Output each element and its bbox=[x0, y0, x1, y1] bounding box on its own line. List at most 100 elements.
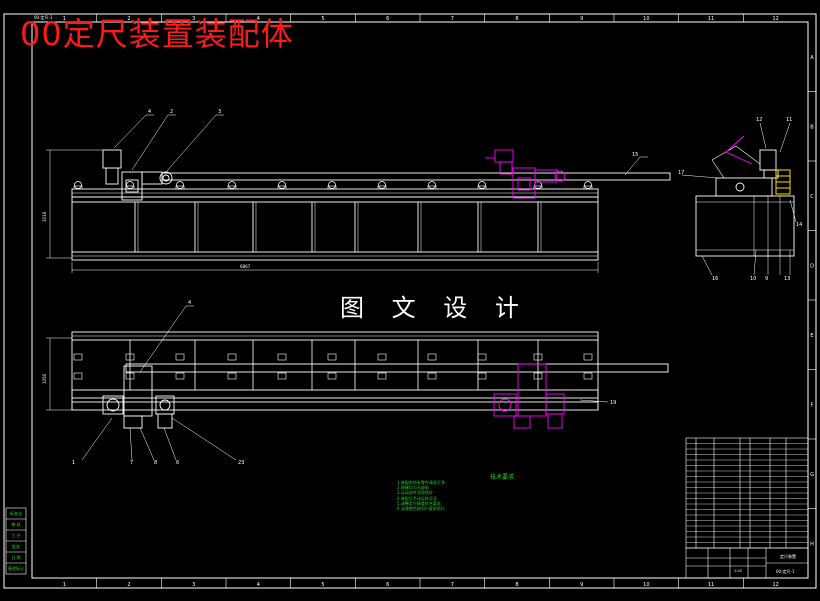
roller bbox=[428, 181, 436, 189]
strip-label: 工 艺 bbox=[11, 533, 20, 538]
roller bbox=[278, 181, 286, 189]
roller-bracket bbox=[533, 185, 543, 190]
roller-bracket bbox=[277, 185, 287, 190]
grid-column-label: 5 bbox=[321, 582, 324, 588]
top-view bbox=[46, 305, 669, 461]
grid-row-label: F bbox=[811, 402, 814, 408]
roller-top bbox=[175, 353, 185, 361]
roller-top bbox=[427, 353, 437, 361]
roller-bracket bbox=[327, 185, 337, 190]
roller-top bbox=[227, 353, 237, 361]
note-line: 1.装配前所有零件清洗干净 bbox=[397, 480, 445, 485]
top-left-code: 00-定尺-1 bbox=[34, 14, 53, 20]
grid-column-label: 10 bbox=[643, 16, 649, 22]
roller-top bbox=[377, 372, 387, 380]
roller-top bbox=[327, 372, 337, 380]
strip-label: 更改标记 bbox=[8, 565, 24, 571]
front-alt-position bbox=[485, 149, 566, 199]
grid-column-label: 11 bbox=[708, 582, 714, 588]
roller bbox=[534, 181, 542, 189]
grid-ticks bbox=[96, 14, 816, 588]
part-callout: 8 bbox=[154, 460, 157, 466]
roller bbox=[478, 181, 486, 189]
roller-bracket bbox=[227, 185, 237, 190]
grid-row-label: C bbox=[810, 194, 814, 200]
part-callout: 11 bbox=[786, 117, 792, 123]
part-callout: 23 bbox=[238, 460, 244, 466]
part-callout: 12 bbox=[756, 117, 762, 123]
title-block-drawing-no: 00-定尺-1 bbox=[776, 568, 795, 574]
roller-top bbox=[477, 372, 487, 380]
roller-bracket bbox=[427, 185, 437, 190]
roller bbox=[378, 181, 386, 189]
dim-overall-length: 6867 bbox=[240, 264, 251, 269]
grid-row-label: B bbox=[810, 124, 814, 130]
part-callout: 15 bbox=[632, 152, 638, 158]
part-callout: 7 bbox=[130, 460, 133, 466]
side-view bbox=[681, 122, 797, 276]
roller-top bbox=[327, 353, 337, 361]
top-alt-position bbox=[493, 363, 565, 429]
grid-column-label: 6 bbox=[386, 16, 389, 22]
grid-row-label: G bbox=[810, 472, 814, 478]
roller bbox=[228, 181, 236, 189]
part-callout: 17 bbox=[678, 170, 684, 176]
grid-column-label: 1 bbox=[63, 16, 66, 22]
roller bbox=[176, 181, 184, 189]
part-callout: 3 bbox=[218, 109, 221, 115]
bill-of-materials bbox=[685, 437, 809, 549]
front-view bbox=[46, 114, 671, 273]
grid-row-label: E bbox=[810, 333, 813, 339]
grid-column-label: 5 bbox=[321, 16, 324, 22]
grid-column-label: 10 bbox=[643, 582, 649, 588]
watermark-text: 图 文 设 计 bbox=[340, 294, 529, 322]
note-line: 4.装配后手动运转灵活 bbox=[397, 495, 437, 501]
part-callout: 4 bbox=[148, 109, 151, 115]
part-callout: 1 bbox=[72, 460, 75, 466]
grid-column-label: 8 bbox=[515, 582, 518, 588]
roller-top bbox=[277, 372, 287, 380]
roller bbox=[328, 181, 336, 189]
side-yellow-component bbox=[775, 169, 791, 195]
note-line: 6.油漆颜色按用户要求执行 bbox=[397, 506, 445, 512]
roller-top bbox=[533, 372, 543, 380]
drawing-title: 00定尺装置装配体 bbox=[20, 15, 294, 53]
roller-top bbox=[533, 353, 543, 361]
grid-column-label: 6 bbox=[386, 582, 389, 588]
grid-column-label: 2 bbox=[127, 16, 130, 22]
roller-top bbox=[377, 353, 387, 361]
grid-column-label: 1 bbox=[63, 582, 66, 588]
note-line: 5.调整定尺精度符合要求 bbox=[397, 500, 441, 506]
roller-top bbox=[227, 372, 237, 380]
technical-notes: 1.装配前所有零件清洗干净 2.焊缝均匀无缺陷 3.运动部件润滑良好 4.装配后… bbox=[397, 480, 445, 511]
outer-border bbox=[3, 13, 817, 589]
grid-column-label: 4 bbox=[257, 16, 260, 22]
grid-column-label: 12 bbox=[772, 582, 778, 588]
roller bbox=[126, 181, 134, 189]
part-callout: 4 bbox=[188, 300, 191, 306]
roller-top bbox=[583, 372, 593, 380]
grid-row-label: D bbox=[810, 263, 814, 269]
roller bbox=[584, 181, 592, 189]
note-line: 3.运动部件润滑良好 bbox=[397, 490, 433, 496]
part-callout: 14 bbox=[796, 222, 802, 228]
strip-label: 日 期 bbox=[11, 554, 20, 560]
roller-top bbox=[583, 353, 593, 361]
grid-column-label: 2 bbox=[127, 582, 130, 588]
grid-row-label: H bbox=[810, 541, 814, 547]
grid-column-label: 11 bbox=[708, 16, 714, 22]
roller-top bbox=[125, 372, 135, 380]
part-callout: 9 bbox=[765, 276, 768, 282]
roller-top bbox=[277, 353, 287, 361]
grid-column-label: 8 bbox=[515, 16, 518, 22]
grid-column-label: 3 bbox=[192, 582, 195, 588]
part-callout: 19 bbox=[610, 400, 616, 406]
roller-bracket bbox=[477, 185, 487, 190]
side-alt-position bbox=[725, 135, 753, 165]
grid-column-label: 4 bbox=[257, 582, 260, 588]
title-block-scale: 1:20 bbox=[734, 569, 742, 573]
note-line: 2.焊缝均匀无缺陷 bbox=[397, 485, 429, 491]
